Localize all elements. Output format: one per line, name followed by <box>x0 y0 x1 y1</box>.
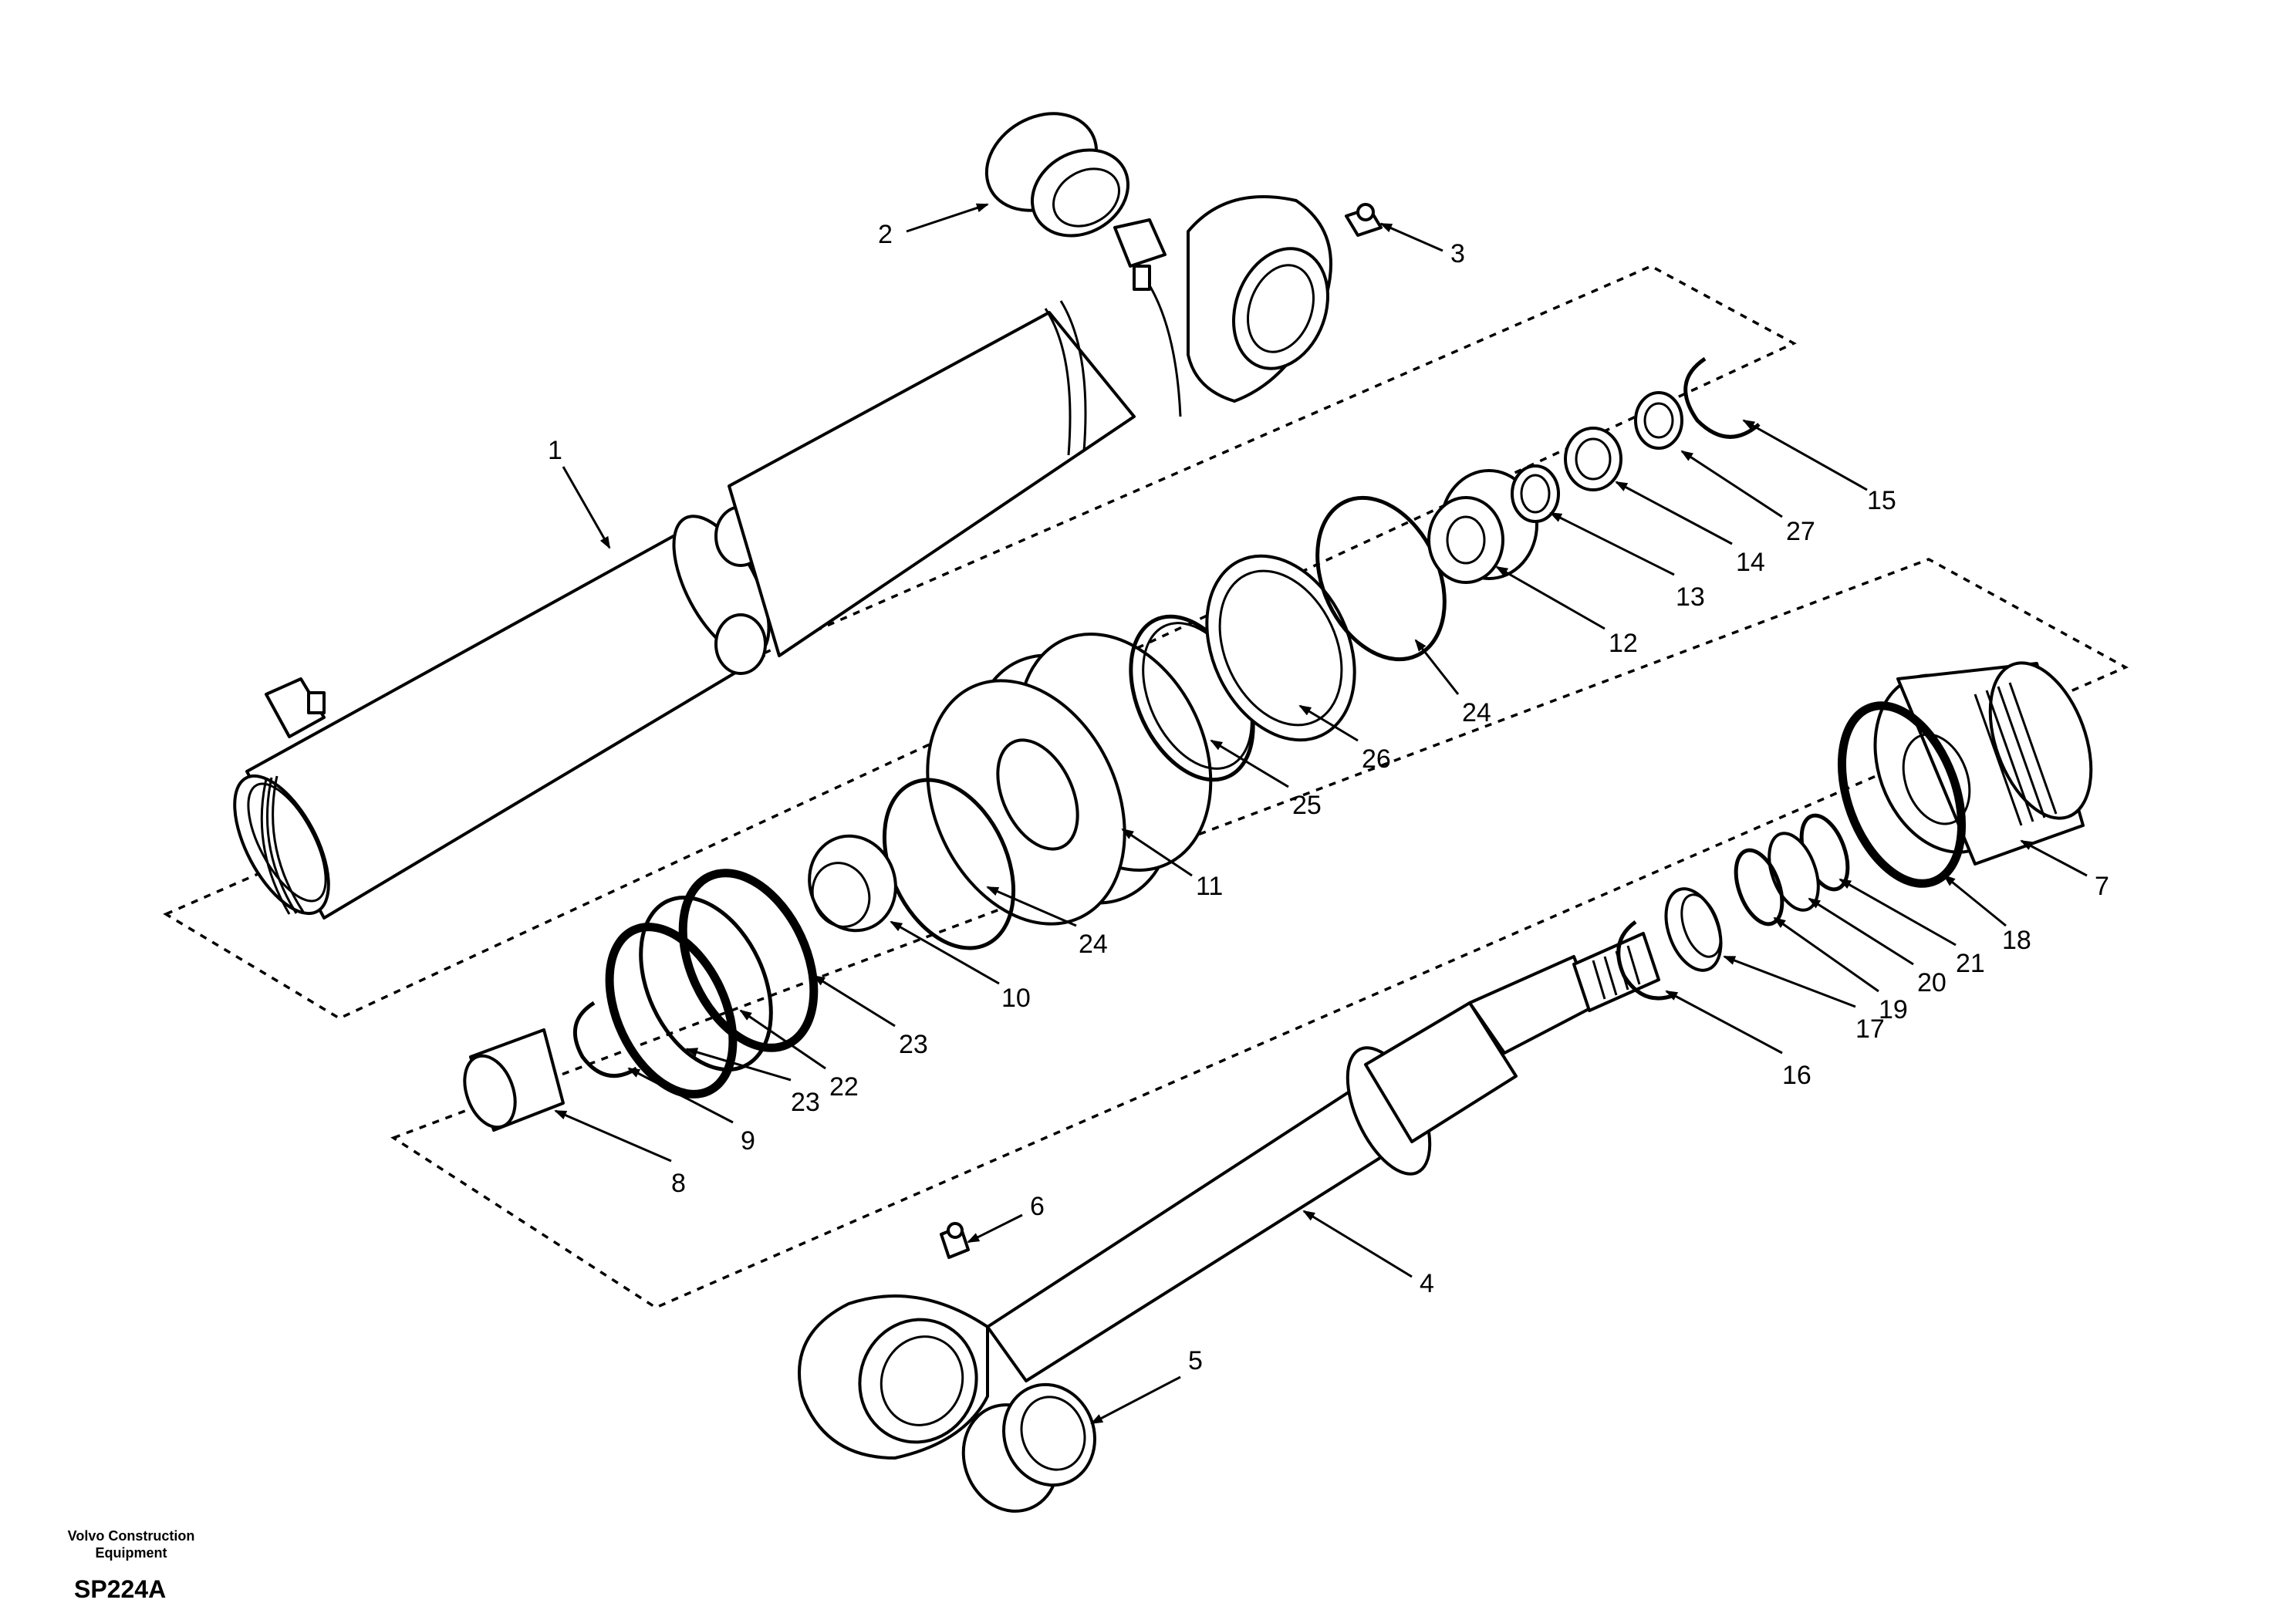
callout-21: 21 <box>1956 949 1985 978</box>
snap-ring-16 <box>1616 920 1675 1001</box>
rod-assembly-outline <box>163 265 1797 1020</box>
callout-24b: 24 <box>1462 698 1491 727</box>
callout-16: 16 <box>1782 1061 1811 1090</box>
ring-23b <box>605 923 738 1099</box>
callout-1: 1 <box>548 436 562 465</box>
collar-10 <box>808 834 897 933</box>
callout-20: 20 <box>1917 968 1947 997</box>
callout-4: 4 <box>1420 1269 1434 1298</box>
drawing-code: SP224A <box>74 1575 167 1603</box>
callout-27: 27 <box>1786 517 1815 546</box>
callout-14: 14 <box>1736 548 1765 577</box>
callout-24a: 24 <box>1079 930 1108 959</box>
cylinder-head <box>1873 661 2093 866</box>
callout-labels: 1 2 3 4 5 6 7 8 9 10 11 12 13 14 15 16 1… <box>548 220 2109 1375</box>
bushing-bottom <box>961 1382 1096 1513</box>
ring-19 <box>1734 848 1784 926</box>
callout-23a: 23 <box>899 1030 928 1059</box>
callout-19: 19 <box>1879 995 1908 1024</box>
ring-13 <box>1511 464 1560 523</box>
callout-7: 7 <box>2095 872 2109 901</box>
piston-assembly-outline <box>390 558 2129 1309</box>
callout-9: 9 <box>741 1126 755 1156</box>
piston-rod <box>798 932 1660 1460</box>
company-name-line2: Equipment <box>95 1545 167 1561</box>
callout-3: 3 <box>1450 239 1465 268</box>
grease-nipple-top <box>1345 203 1383 237</box>
callout-8: 8 <box>671 1169 686 1198</box>
callout-22: 22 <box>829 1072 859 1102</box>
ring-27 <box>1634 391 1683 450</box>
drawing-footer: Volvo Construction Equipment SP224A <box>46 1527 216 1604</box>
bushing-8 <box>463 1028 565 1132</box>
leaders <box>554 203 2088 1425</box>
callout-6: 6 <box>1030 1192 1045 1221</box>
callout-18: 18 <box>2002 926 2031 955</box>
callout-15: 15 <box>1867 486 1896 515</box>
ring-14 <box>1564 427 1622 491</box>
cylinder-tube <box>233 195 1332 920</box>
piston <box>926 633 1213 926</box>
callout-11: 11 <box>1196 872 1223 901</box>
callout-13: 13 <box>1676 582 1705 612</box>
callout-17: 17 <box>1855 1014 1885 1044</box>
snap-ring-15 <box>1683 356 1761 439</box>
ring-17 <box>1664 887 1723 972</box>
nut-12 <box>1427 469 1538 584</box>
ring-23a <box>678 869 819 1052</box>
bushing-top <box>984 112 1130 238</box>
ring-18 <box>1837 701 1967 888</box>
snap-ring-9 <box>572 1001 638 1078</box>
callout-26: 26 <box>1362 744 1391 774</box>
callout-10: 10 <box>1001 984 1031 1013</box>
company-name-line1: Volvo Construction <box>67 1528 195 1544</box>
grease-nipple-bottom <box>940 1222 970 1259</box>
callout-2: 2 <box>878 220 893 249</box>
ring-26 <box>1205 554 1356 742</box>
callout-12: 12 <box>1609 629 1638 658</box>
callout-5: 5 <box>1188 1346 1203 1375</box>
callout-23b: 23 <box>791 1088 820 1117</box>
callout-25: 25 <box>1292 791 1322 820</box>
